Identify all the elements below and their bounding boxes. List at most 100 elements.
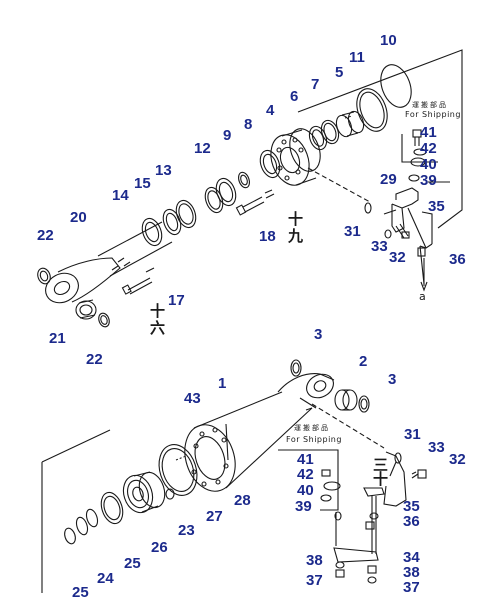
callout-27: 27 (206, 508, 223, 525)
frame-lines (41, 49, 463, 593)
callout-21: 21 (49, 330, 66, 347)
callout-2: 2 (359, 353, 368, 370)
callout-10: 10 (380, 32, 397, 49)
callout-22-bottom: 22 (86, 351, 103, 368)
callout-35-bottom: 35 (403, 498, 420, 515)
part-5-bushing (335, 110, 365, 138)
part-7-ring (320, 119, 340, 145)
callout-14: 14 (112, 187, 129, 204)
callout-29: 29 (380, 171, 397, 188)
part-22-bushing-ring-b (98, 312, 110, 328)
part-20-piston-rod (45, 221, 173, 304)
callout-33-bottom: 33 (428, 439, 445, 456)
part-6-seal (308, 125, 328, 151)
callout-12: 12 (194, 140, 211, 157)
callout-33-top: 33 (371, 238, 388, 255)
kanji-30-top: 三 (373, 456, 389, 474)
part-27-screw (165, 488, 175, 500)
parts-39-42-shipping-top (401, 129, 450, 183)
part-36-nut-top (417, 247, 426, 257)
part-22-bushing-ring-a (37, 267, 51, 285)
part-12b-seal (215, 177, 237, 207)
flow-mark: a (419, 290, 427, 303)
shipping-note-jp-bottom: 運搬部品 (294, 424, 330, 432)
shipping-bracket-bottom (278, 449, 407, 584)
callout-1: 1 (218, 375, 227, 392)
callout-17: 17 (168, 292, 185, 309)
part-24-ring (75, 516, 89, 536)
parts-39-42-shipping-bottom (320, 469, 341, 502)
kanji-19-bottom: 九 (288, 227, 304, 245)
callout-4: 4 (266, 102, 275, 119)
callout-15: 15 (134, 175, 151, 192)
part-15-seal (162, 208, 182, 236)
callout-8: 8 (244, 116, 253, 133)
callout-40-bottom: 40 (297, 482, 314, 499)
callout-22-top: 22 (37, 227, 54, 244)
part-25-seal-b (64, 527, 76, 545)
part-31-nipple-top (364, 202, 372, 214)
callout-25-bottom: 25 (72, 584, 89, 601)
part-13-wear-ring (175, 199, 197, 229)
callout-5: 5 (335, 64, 344, 81)
part-32-33-bolt-top (384, 223, 410, 239)
callout-37-right: 37 (403, 579, 420, 596)
callout-24: 24 (97, 570, 114, 587)
callout-37-left: 37 (306, 572, 323, 589)
callout-3-bottom: 3 (388, 371, 397, 388)
part-18-bolt (235, 189, 275, 216)
callout-25-top: 25 (124, 555, 141, 572)
callout-3-top: 3 (314, 326, 323, 343)
shipping-note-en-top: For Shipping (405, 110, 461, 119)
callout-9: 9 (223, 127, 232, 144)
kanji-19-top: 十 (288, 210, 304, 228)
callout-38-left: 38 (306, 552, 323, 569)
part-8-seal (259, 149, 281, 179)
callout-39-bottom: 39 (295, 498, 312, 515)
callout-43: 43 (184, 390, 201, 407)
callout-26: 26 (151, 539, 168, 556)
callout-7: 7 (311, 76, 320, 93)
callout-34: 34 (403, 549, 420, 566)
callout-42-bottom: 42 (297, 466, 314, 483)
part-14-ring (141, 217, 163, 247)
part-17-bolt (121, 267, 155, 295)
callout-32-bottom: 32 (449, 451, 466, 468)
callout-18: 18 (259, 228, 276, 245)
callout-42-top: 42 (420, 140, 437, 157)
part-9-ring (238, 171, 250, 189)
kanji-16-top: 十 (150, 302, 166, 320)
callout-31-top: 31 (344, 223, 361, 240)
part-3-ring-b (358, 395, 370, 413)
part-32-33-bolt-bottom (411, 469, 427, 479)
kanji-30-bottom: 十 (373, 470, 389, 488)
callout-41-top: 41 (420, 124, 437, 141)
callout-36-top: 36 (449, 251, 466, 268)
callout-13: 13 (155, 162, 172, 179)
kanji-16-bottom: 六 (150, 319, 166, 337)
part-23-piston (122, 471, 166, 514)
callout-31-bottom: 31 (404, 426, 421, 443)
part-11-ring (356, 88, 388, 132)
callout-40-top: 40 (420, 156, 437, 173)
callout-41-bottom: 41 (297, 451, 314, 468)
part-26-wear-ring (100, 491, 124, 525)
callout-28: 28 (234, 492, 251, 509)
shipping-note-jp-top: 運搬部品 (412, 101, 448, 109)
part-28-ring (158, 444, 198, 496)
callout-20: 20 (70, 209, 87, 226)
part-2-bushing (334, 389, 358, 411)
callout-11: 11 (349, 49, 365, 66)
callout-38-right: 38 (403, 564, 420, 581)
part-21-bushing (75, 299, 97, 320)
shipping-bracket-top (383, 187, 433, 292)
part-10-backup-ring (380, 64, 412, 108)
callout-6: 6 (290, 88, 299, 105)
shipping-note-en-bottom: For Shipping (286, 435, 342, 444)
part-3-ring-a (290, 359, 302, 377)
callout-36-bottom: 36 (403, 513, 420, 530)
callout-32-top: 32 (389, 249, 406, 266)
callout-23: 23 (178, 522, 195, 539)
callout-35-top: 35 (428, 198, 445, 215)
